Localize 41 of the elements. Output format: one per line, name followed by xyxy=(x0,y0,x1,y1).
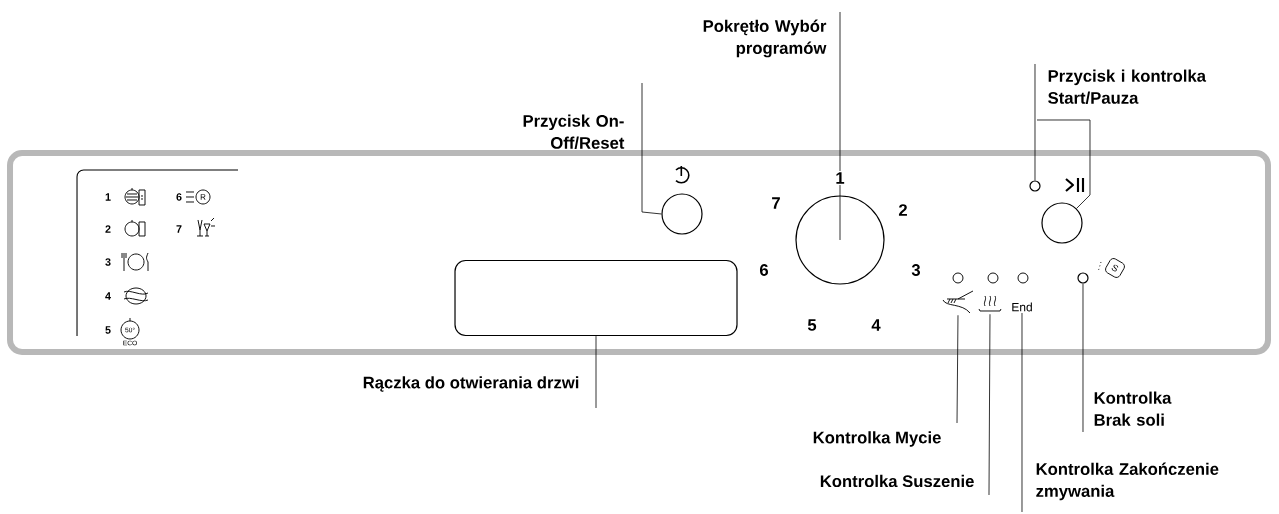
drying-icon xyxy=(978,295,1002,312)
indicator-label: End xyxy=(1012,302,1032,312)
icon-letter: R xyxy=(200,194,206,200)
wash-icon xyxy=(942,290,974,314)
callout-text: Kontrolka Zakończenie zmywania xyxy=(1036,462,1219,501)
leader-line xyxy=(641,82,662,215)
list-number: 1 xyxy=(105,193,111,201)
list-number: 2 xyxy=(105,225,111,233)
leader-line xyxy=(1034,63,1036,181)
callout-text: Rączka do otwierania drzwi xyxy=(363,376,579,392)
leader-line xyxy=(1036,119,1091,209)
callout-text: Kontrolka Brak soli xyxy=(1094,391,1172,426)
indicator-light xyxy=(1029,180,1041,192)
leader-line xyxy=(1082,283,1084,433)
list-number: 6 xyxy=(176,193,182,201)
callout-text: Pokrętło Wybór programów xyxy=(703,19,827,58)
program-number: 7 xyxy=(772,197,780,209)
list-number: 4 xyxy=(105,292,111,300)
leader-line xyxy=(595,335,597,409)
indicator-light xyxy=(1077,272,1089,284)
list-number: 5 xyxy=(105,326,111,334)
start-pause-button xyxy=(1041,202,1083,244)
callout-text: Kontrolka Mycie xyxy=(813,431,941,447)
program-number: 2 xyxy=(898,204,907,216)
leader-line xyxy=(956,314,959,424)
program-number: 6 xyxy=(760,264,769,276)
door-handle xyxy=(454,259,738,337)
program-number: 1 xyxy=(834,170,846,186)
power-button xyxy=(661,193,703,235)
leader-line xyxy=(839,11,841,241)
program-number: 3 xyxy=(911,264,920,276)
program-number: 4 xyxy=(871,319,881,331)
callout-text: Przycisk On-Off/Reset xyxy=(523,114,625,149)
list-number: 7 xyxy=(176,225,182,233)
leader-line xyxy=(988,313,991,496)
program-knob xyxy=(795,195,885,285)
list-number: 3 xyxy=(105,258,111,266)
program-number: 5 xyxy=(807,319,817,331)
leader-line xyxy=(1021,312,1023,513)
callout-text: Kontrolka Suszenie xyxy=(820,474,974,488)
callout-text: Przycisk i kontrolka Start/Pauza xyxy=(1048,69,1207,104)
